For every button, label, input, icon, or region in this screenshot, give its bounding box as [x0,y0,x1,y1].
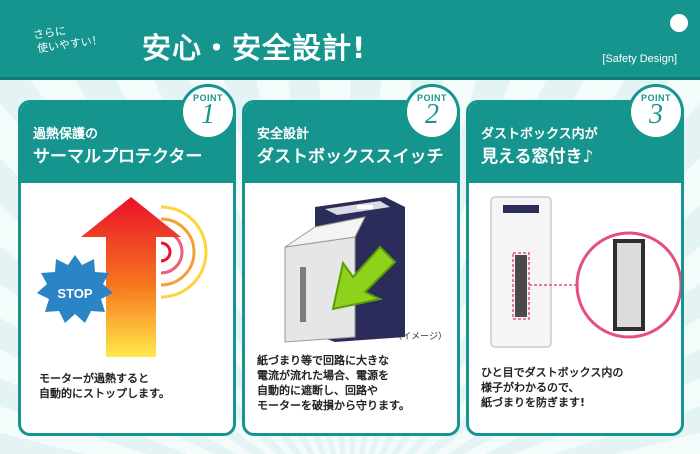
header-tagline: さらに 使いやすい！ [32,19,103,56]
stop-burst-icon [37,255,113,323]
badge-word: POINT [192,93,223,103]
insert-arrow-icon [331,245,397,311]
point-card-2: 安全設計 ダストボックススイッチ （イメージ） 紙づまり等で回路に大きな 電流が… [242,100,460,436]
card-title-big: サーマルプロテクター [33,147,203,167]
page-title: 安心・安全設計! [142,31,367,65]
point-card-3: ダストボックス内が 見える窓付き♪ ひと目でダストボックス内の 様子がわかるので… [466,100,684,436]
badge-word: POINT [640,93,671,103]
shredder-switch-illustration [284,197,405,343]
card-title: ダストボックス内が 見える窓付き♪ [481,125,598,169]
badge-number: 2 [425,99,439,130]
card-title-small: ダストボックス内が [481,127,598,142]
card-description: モーターが過熱すると 自動的にストップします。 [39,372,170,400]
card-description: 紙づまり等で回路に大きな 電流が流れた場合、電源を 自動的に遮断し、回路や モー… [257,354,410,412]
card-title-big: 見える窓付き♪ [481,147,594,167]
point-badge-1: POINT 1 [180,84,236,140]
decorative-dot [670,14,688,32]
image-caption: （イメージ） [393,332,447,342]
thermal-protector-illustration [37,197,208,357]
card-title-big: ダストボックススイッチ [257,147,444,167]
card-title-small: 過熱保護の [33,127,99,142]
point-badge-3: POINT 3 [628,84,684,140]
page-subtitle: [Safety Design] [602,53,677,65]
card-title: 過熱保護の サーマルプロテクター [33,125,202,169]
badge-word: POINT [416,93,447,103]
card-description: ひと目でダストボックス内の 様子がわかるので、 紙づまりを防ぎます! [481,366,624,409]
badge-number: 1 [201,99,215,130]
card-title-small: 安全設計 [257,127,310,142]
point-badge-2: POINT 2 [404,84,460,140]
card-title: 安全設計 ダストボックススイッチ [257,125,444,169]
badge-number: 3 [649,99,663,130]
heat-wave-icon [160,205,208,299]
stop-label: STOP [57,286,93,301]
header-banner: さらに 使いやすい！ 安心・安全設計! [Safety Design] [0,0,700,80]
point-card-1: 過熱保護の サーマルプロテクター STOP モーターが過熱すると 自動的にストッ… [18,100,236,436]
window-shredder-illustration [490,196,681,348]
up-arrow-icon [81,197,181,357]
